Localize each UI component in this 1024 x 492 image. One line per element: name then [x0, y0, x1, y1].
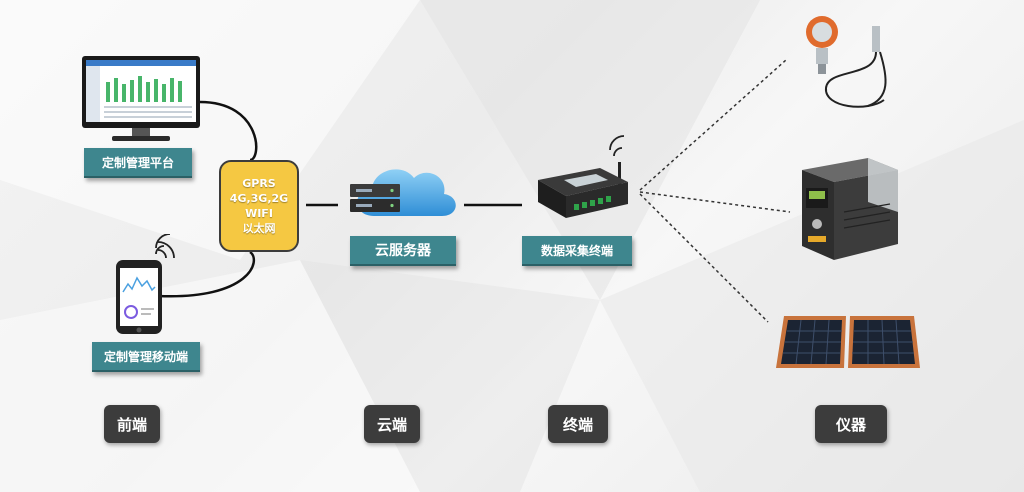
tier-terminal: 终端 — [548, 405, 608, 443]
gateway-line-wifi: WIFI — [245, 207, 273, 220]
platform-gateway-link — [199, 100, 258, 162]
monitor-icon — [82, 56, 200, 141]
gateway-line-cellular: 4G,3G,2G — [229, 192, 289, 205]
inverter-icon — [802, 158, 898, 260]
mobile-gateway-link — [157, 250, 256, 298]
tier-front: 前端 — [104, 405, 160, 443]
terminal-inverter-link — [639, 191, 791, 213]
smartphone-icon — [116, 241, 175, 334]
cloud-server-icon — [350, 169, 456, 216]
mobile-label: 定制管理移动端 — [92, 342, 200, 372]
tier-instruments: 仪器 — [815, 405, 887, 443]
solar-panel-icon — [776, 316, 920, 368]
pressure-sensor-icon — [806, 16, 887, 108]
terminal-solar-link — [639, 193, 769, 323]
data-terminal-icon — [538, 135, 628, 218]
wireless-signal-icon — [155, 234, 171, 255]
gateway-line-ethernet: 以太网 — [242, 222, 276, 235]
cloud-server-label: 云服务器 — [350, 236, 456, 266]
platform-label: 定制管理平台 — [84, 148, 192, 178]
server-rack-icon — [350, 184, 400, 212]
terminal-sensor-link — [639, 59, 787, 191]
network-gateway: GPRS 4G,3G,2G WIFI 以太网 — [219, 160, 299, 252]
tier-cloud: 云端 — [364, 405, 420, 443]
gateway-line-gprs: GPRS — [242, 177, 276, 190]
data-terminal-label: 数据采集终端 — [522, 236, 632, 266]
